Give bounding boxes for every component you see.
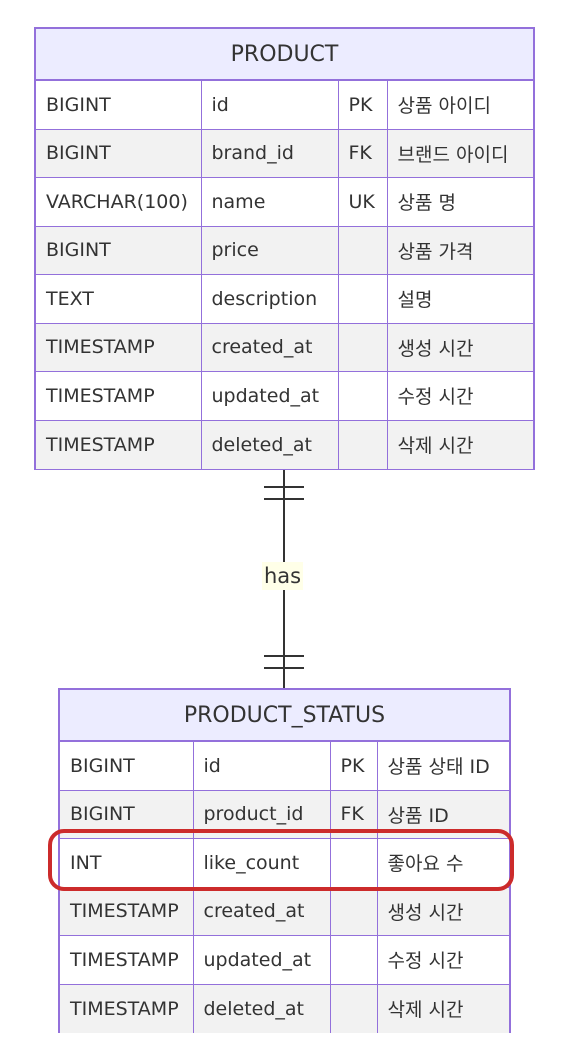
attribute-type: BIGINT [60, 741, 194, 791]
attribute-key [329, 983, 378, 1033]
attribute-table-product: BIGINT id PK 상품 아이디 BIGINT brand_id FK 브… [36, 80, 533, 469]
attribute-row: TIMESTAMP updated_at 수정 시간 [36, 371, 533, 421]
attribute-key [337, 225, 388, 275]
attribute-key: FK [337, 128, 388, 178]
attribute-comment: 상품 가격 [386, 225, 533, 275]
attribute-name: brand_id [200, 128, 339, 178]
attribute-row: VARCHAR(100) name UK 상품 명 [36, 177, 533, 227]
entity-product-status: PRODUCT_STATUS BIGINT id PK 상품 상태 ID BIG… [58, 688, 511, 1033]
attribute-key [337, 322, 388, 372]
attribute-comment: 삭제 시간 [386, 419, 533, 469]
attribute-type: TIMESTAMP [36, 371, 202, 421]
attribute-key: PK [337, 80, 388, 130]
attribute-type: BIGINT [36, 80, 202, 130]
attribute-row: TIMESTAMP updated_at 수정 시간 [60, 935, 509, 985]
attribute-name: updated_at [192, 935, 331, 985]
cardinality-mark-top-2 [264, 498, 304, 500]
attribute-key: UK [337, 177, 388, 227]
attribute-key [329, 935, 378, 985]
attribute-row: TIMESTAMP created_at 생성 시간 [36, 322, 533, 372]
attribute-row: TIMESTAMP created_at 생성 시간 [60, 886, 509, 936]
attribute-name: id [192, 741, 331, 791]
attribute-type: BIGINT [36, 225, 202, 275]
attribute-comment: 수정 시간 [376, 935, 509, 985]
attribute-row: TIMESTAMP deleted_at 삭제 시간 [36, 419, 533, 469]
attribute-table-product-status: BIGINT id PK 상품 상태 ID BIGINT product_id … [60, 741, 509, 1033]
attribute-row-highlighted: INT like_count 좋아요 수 [60, 838, 509, 888]
attribute-row: BIGINT id PK 상품 상태 ID [60, 741, 509, 791]
attribute-comment: 브랜드 아이디 [386, 128, 533, 178]
attribute-name: name [200, 177, 339, 227]
attribute-name: created_at [200, 322, 339, 372]
attribute-comment: 설명 [386, 274, 533, 324]
attribute-comment: 상품 명 [386, 177, 533, 227]
attribute-key [337, 371, 388, 421]
attribute-comment: 수정 시간 [386, 371, 533, 421]
attribute-type: TEXT [36, 274, 202, 324]
attribute-key [329, 886, 378, 936]
attribute-name: price [200, 225, 339, 275]
attribute-type: TIMESTAMP [60, 935, 194, 985]
attribute-name: created_at [192, 886, 331, 936]
entity-title-product: PRODUCT [36, 29, 533, 80]
attribute-type: TIMESTAMP [60, 983, 194, 1033]
attribute-name: deleted_at [192, 983, 331, 1033]
cardinality-mark-top-1 [264, 486, 304, 488]
attribute-comment: 생성 시간 [376, 886, 509, 936]
attribute-name: like_count [192, 838, 331, 888]
attribute-comment: 상품 아이디 [386, 80, 533, 130]
attribute-comment: 삭제 시간 [376, 983, 509, 1033]
attribute-name: updated_at [200, 371, 339, 421]
cardinality-mark-bottom-2 [264, 667, 304, 669]
attribute-row: TIMESTAMP deleted_at 삭제 시간 [60, 983, 509, 1033]
relationship-label: has [262, 562, 304, 590]
attribute-comment: 좋아요 수 [376, 838, 509, 888]
attribute-comment: 상품 상태 ID [376, 741, 509, 791]
attribute-name: deleted_at [200, 419, 339, 469]
attribute-key [337, 274, 388, 324]
attribute-row: TEXT description 설명 [36, 274, 533, 324]
entity-product: PRODUCT BIGINT id PK 상품 아이디 BIGINT brand… [34, 27, 535, 470]
attribute-name: id [200, 80, 339, 130]
attribute-type: TIMESTAMP [36, 322, 202, 372]
attribute-type: TIMESTAMP [36, 419, 202, 469]
attribute-row: BIGINT price 상품 가격 [36, 225, 533, 275]
attribute-name: description [200, 274, 339, 324]
attribute-key: PK [329, 741, 378, 791]
attribute-key [337, 419, 388, 469]
attribute-comment: 생성 시간 [386, 322, 533, 372]
attribute-row: BIGINT brand_id FK 브랜드 아이디 [36, 128, 533, 178]
highlight-annotation [48, 829, 514, 891]
attribute-type: TIMESTAMP [60, 886, 194, 936]
attribute-row: BIGINT id PK 상품 아이디 [36, 80, 533, 130]
entity-title-product-status: PRODUCT_STATUS [60, 690, 509, 741]
attribute-type: VARCHAR(100) [36, 177, 202, 227]
attribute-type: BIGINT [36, 128, 202, 178]
cardinality-mark-bottom-1 [264, 655, 304, 657]
attribute-type: INT [60, 838, 194, 888]
